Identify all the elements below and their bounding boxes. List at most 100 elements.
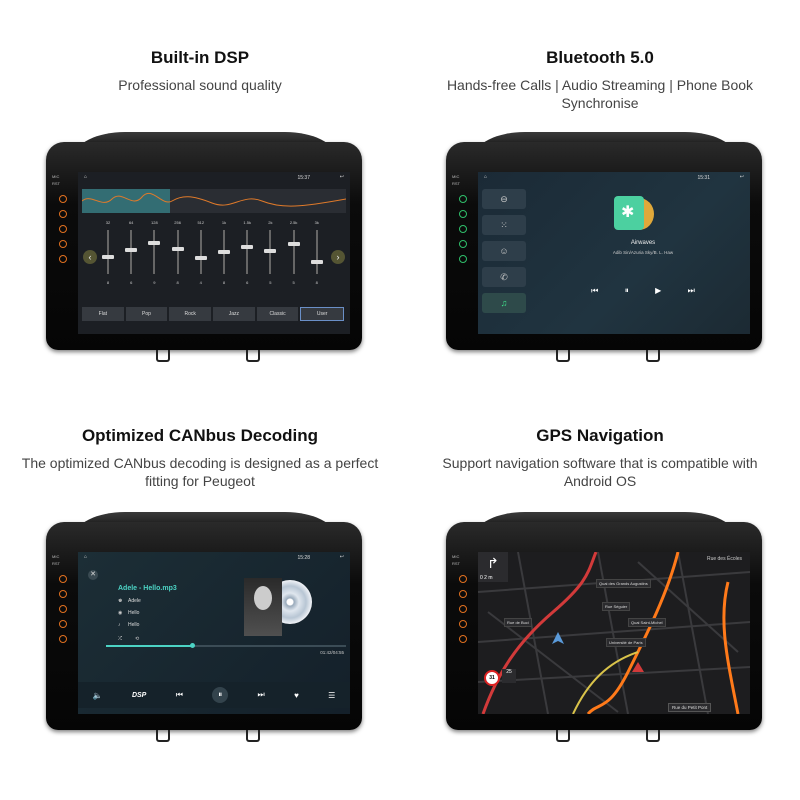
map-roads — [478, 552, 750, 714]
shuffle-icon[interactable]: ⤮ — [118, 636, 123, 642]
eq-slider-track[interactable] — [246, 230, 249, 274]
progress-bar[interactable] — [106, 643, 346, 648]
next-icon[interactable]: ⏭ — [687, 286, 695, 295]
previous-icon[interactable]: ⏮ — [591, 286, 599, 295]
map-label: Quai des Grands Augustins — [596, 579, 651, 588]
back-icon[interactable] — [459, 225, 467, 233]
eq-slider-track[interactable] — [292, 230, 295, 274]
panel-gps: GPS Navigation Support navigation softwa… — [400, 400, 800, 800]
eq-next-arrow[interactable]: › — [331, 250, 345, 264]
power-icon[interactable] — [59, 575, 67, 583]
screen: ⌂ 15:31 ↩ ⊖ ⁙ ☺ ✆ ♫ ✱ Airwaves Adib Sin/… — [478, 172, 750, 334]
volume-down-icon[interactable] — [59, 255, 67, 263]
back-icon[interactable] — [59, 225, 67, 233]
eq-slider-knob[interactable] — [218, 250, 230, 255]
home-icon[interactable] — [59, 210, 67, 218]
screen: ⌂ 15:28 ↩ ✕ Adele - Hello.mp3 ♚Adele ◉He… — [78, 552, 350, 714]
eq-slider-knob[interactable] — [171, 246, 184, 251]
home-icon[interactable]: ⌂ — [84, 554, 88, 560]
dsp-button[interactable]: DSP — [131, 691, 147, 699]
panel-dsp: Built-in DSP Professional sound quality … — [0, 0, 400, 400]
eq-slider-track[interactable] — [153, 230, 156, 274]
power-icon[interactable] — [459, 575, 467, 583]
eq-slider-knob[interactable] — [125, 247, 138, 252]
eq-slider-track[interactable] — [176, 230, 179, 274]
favorite-icon[interactable]: ♥ — [294, 690, 299, 700]
panel-title: Optimized CANbus Decoding — [81, 426, 319, 445]
eq-band-gain: 4 — [199, 280, 202, 285]
back-icon[interactable] — [59, 605, 67, 613]
volume-icon[interactable]: 🔈 — [92, 690, 103, 700]
eq-band-gain: 8 — [176, 280, 179, 285]
eq-slider-knob[interactable] — [194, 256, 207, 261]
back-icon[interactable]: ↩ — [339, 174, 344, 180]
volume-up-icon[interactable] — [459, 240, 467, 248]
eq-slider-knob[interactable] — [310, 260, 323, 265]
home-icon[interactable] — [459, 590, 467, 598]
eq-band-gain: 8 — [315, 280, 318, 285]
dialpad-icon[interactable]: ⁙ — [482, 215, 526, 235]
play-icon[interactable]: ▶ — [655, 286, 662, 295]
volume-down-icon[interactable] — [459, 635, 467, 643]
repeat-icon[interactable]: ⟲ — [134, 636, 140, 642]
close-icon[interactable]: ✕ — [88, 570, 98, 580]
pause-icon[interactable]: ⏸ — [624, 286, 629, 295]
eq-band-frequency: 2.5k — [289, 220, 298, 225]
volume-up-icon[interactable] — [59, 620, 67, 628]
music-icon[interactable]: ♫ — [482, 293, 526, 313]
eq-slider-track[interactable] — [107, 230, 109, 274]
power-icon[interactable] — [459, 195, 467, 203]
back-icon[interactable]: ↩ — [339, 554, 344, 560]
eq-slider-knob[interactable] — [102, 255, 114, 260]
album-cover — [244, 578, 282, 636]
volume-down-icon[interactable] — [59, 635, 67, 643]
preset-button[interactable]: Flat — [82, 307, 124, 321]
preset-button[interactable]: Jazz — [213, 307, 255, 321]
mode-row: ⤮ ⟲ — [118, 636, 145, 642]
eq-slider-knob[interactable] — [241, 244, 254, 249]
link-icon[interactable]: ⊖ — [482, 189, 526, 209]
back-icon[interactable]: ↩ — [739, 174, 744, 180]
pause-icon[interactable]: ⏸ — [212, 687, 229, 703]
preset-button[interactable]: Pop — [125, 307, 168, 321]
volume-up-icon[interactable] — [459, 620, 467, 628]
contacts-icon[interactable]: ☺ — [482, 241, 526, 261]
back-icon[interactable] — [459, 605, 467, 613]
home-icon[interactable] — [459, 210, 467, 218]
next-icon[interactable]: ⏭ — [257, 690, 265, 699]
eq-slider-track[interactable] — [199, 230, 202, 274]
home-icon[interactable] — [59, 590, 67, 598]
previous-icon[interactable]: ⏮ — [175, 690, 183, 699]
home-icon[interactable]: ⌂ — [84, 174, 88, 180]
volume-down-icon[interactable] — [459, 255, 467, 263]
eq-slider-knob[interactable] — [264, 248, 277, 253]
call-log-icon[interactable]: ✆ — [482, 267, 526, 287]
clock: 15:37 — [297, 175, 310, 181]
volume-up-icon[interactable] — [59, 240, 67, 248]
eq-slider-knob[interactable] — [148, 240, 161, 245]
preset-button[interactable]: Rock — [169, 307, 212, 321]
eq-slider-track[interactable] — [130, 230, 133, 274]
map-screen[interactable]: ↱0 2 m Rue des Écoles Quai des Grands Au… — [478, 552, 750, 714]
eq-slider-track[interactable] — [315, 230, 318, 274]
power-icon[interactable] — [59, 195, 67, 203]
eq-prev-arrow[interactable]: ‹ — [83, 250, 97, 264]
preset-button[interactable]: User — [300, 307, 345, 321]
preset-button[interactable]: Classic — [256, 307, 299, 321]
playlist-icon[interactable]: ☰ — [328, 690, 336, 700]
eq-band-gain: 6 — [130, 280, 133, 285]
eq-slider-knob[interactable] — [287, 241, 300, 246]
home-icon[interactable]: ⌂ — [484, 174, 488, 180]
